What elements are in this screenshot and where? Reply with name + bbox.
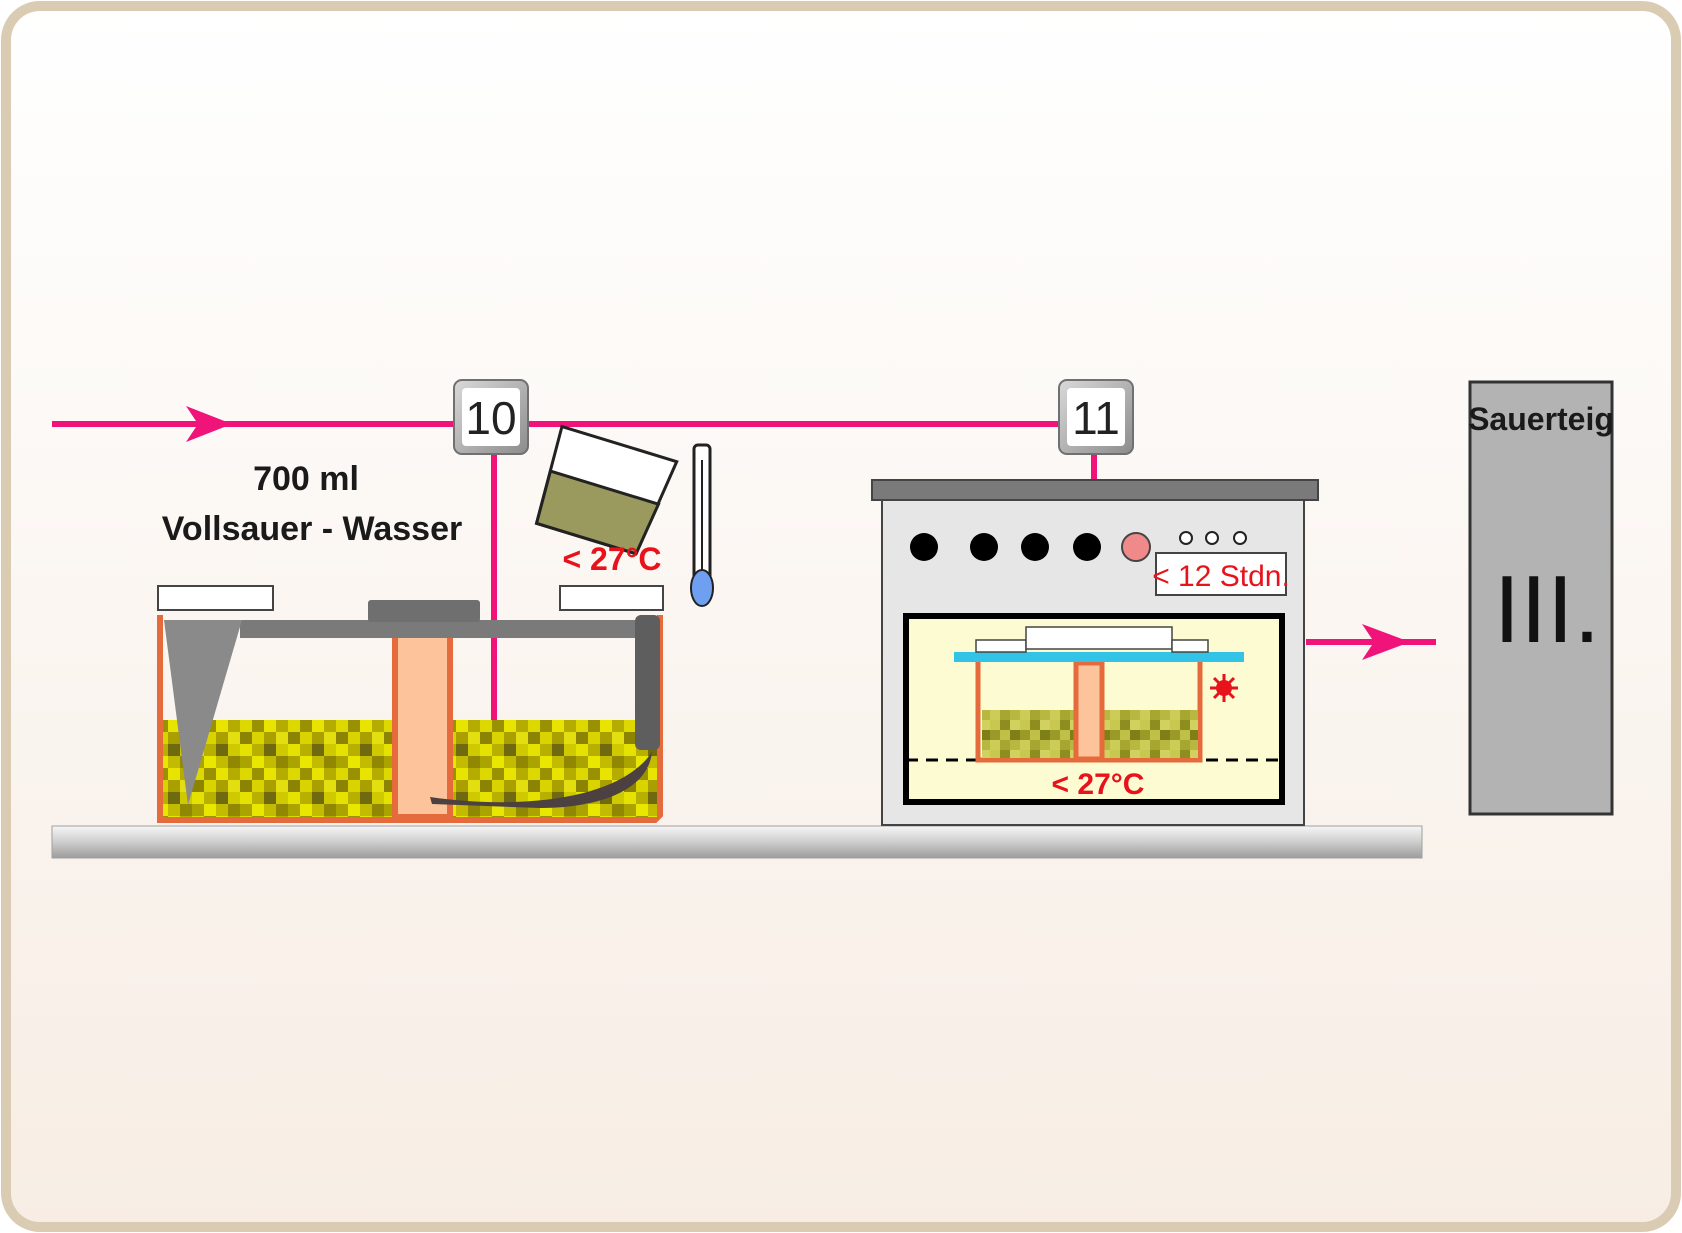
oven-led-1 (1179, 531, 1193, 545)
oven-top (871, 479, 1319, 501)
oven-time-label: < 12 Stdn. (1152, 560, 1290, 593)
spoon-icon (430, 752, 652, 808)
step-number-10: 10 (465, 392, 516, 444)
oven-knob-4 (1073, 533, 1101, 561)
heat-burst-icon (1210, 674, 1238, 702)
oven-led-3 (1233, 531, 1247, 545)
arrow-right-icon (186, 406, 232, 442)
oven-indicator-light (1121, 532, 1151, 562)
thermometer-icon (690, 443, 714, 607)
arrow-right-icon (1362, 624, 1410, 660)
step-badge-11: 11 (1058, 379, 1134, 455)
step-badge-10: 10 (453, 379, 529, 455)
result-stage: III. (1494, 556, 1601, 663)
water-amount-label: 700 ml (253, 460, 359, 498)
oven-temp-label: < 27°C (1052, 768, 1145, 801)
water-temp-label: < 27°C (562, 541, 661, 577)
scraper-icon (164, 620, 242, 805)
dough-container (157, 585, 664, 823)
result-title: Sauerteig (1468, 401, 1614, 437)
water-name-label: Vollsauer - Wasser (162, 510, 462, 548)
oven-knob-3 (1021, 533, 1049, 561)
oven: < 12 Stdn. < 27°C (871, 479, 1319, 826)
oven-led-2 (1205, 531, 1219, 545)
container-divider (392, 629, 453, 820)
oven-timer-display (1155, 552, 1287, 596)
oven-knob-2 (970, 533, 998, 561)
work-shelf (51, 825, 1423, 859)
oven-knob-1 (910, 533, 938, 561)
step-number-11: 11 (1072, 392, 1120, 444)
measuring-cup-icon (534, 424, 679, 556)
oven-container-lid (954, 652, 1244, 662)
result-box: Sauerteig III. (1468, 380, 1614, 816)
